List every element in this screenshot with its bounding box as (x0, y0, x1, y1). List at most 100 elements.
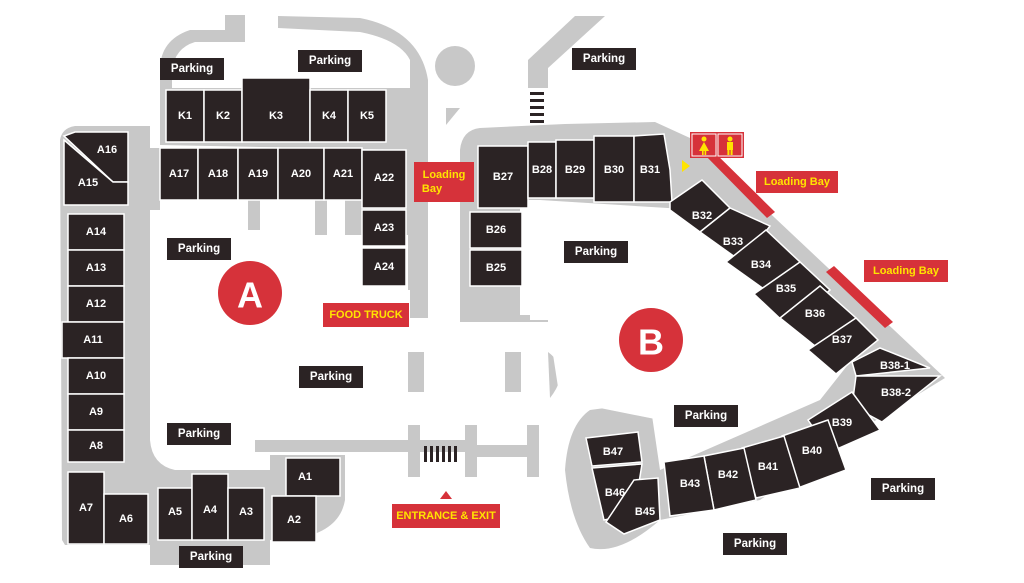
store-unit-label: A18 (208, 168, 228, 180)
store-unit-a15[interactable]: A15 (63, 138, 129, 206)
store-unit-label: B31 (640, 164, 660, 176)
store-unit-shape (61, 321, 125, 359)
food-truck-label: FOOD TRUCK (323, 303, 409, 327)
restroom-male-icon (727, 136, 733, 155)
store-unit-label: A1 (298, 471, 312, 483)
store-unit-label: A13 (86, 262, 106, 274)
store-unit-shape (469, 249, 523, 287)
store-unit-k4[interactable]: K4 (309, 89, 349, 143)
store-unit-k3[interactable]: K3 (241, 77, 311, 143)
store-unit-b27[interactable]: B27 (477, 145, 529, 209)
store-unit-b35[interactable]: B35 (752, 261, 832, 328)
crosswalk-top (530, 92, 544, 123)
store-unit-shape (157, 487, 193, 541)
store-unit-label: A5 (168, 506, 182, 518)
store-unit-b26[interactable]: B26 (469, 211, 523, 249)
parking-label-text: Parking (171, 63, 213, 75)
store-unit-label: B29 (565, 164, 585, 176)
store-unit-label: B32 (692, 210, 712, 222)
store-unit-shape (323, 147, 363, 201)
parking-label: Parking (167, 423, 231, 445)
store-unit-a14[interactable]: A14 (67, 213, 125, 251)
store-unit-a7[interactable]: A7 (67, 471, 105, 545)
store-unit-a3[interactable]: A3 (227, 487, 265, 541)
store-unit-label: A19 (248, 168, 268, 180)
store-unit-b30[interactable]: B30 (593, 135, 635, 203)
parking-label-text: Parking (882, 483, 924, 495)
store-unit-a18[interactable]: A18 (197, 147, 239, 201)
store-unit-shape (309, 89, 349, 143)
zone-a-badge: A (218, 261, 282, 325)
store-unit-b25[interactable]: B25 (469, 249, 523, 287)
store-unit-label: B38-2 (881, 387, 911, 399)
svg-text:Loading: Loading (423, 169, 466, 181)
svg-text:A: A (237, 275, 263, 316)
svg-text:ENTRANCE & EXIT: ENTRANCE & EXIT (396, 510, 496, 522)
store-unit-a4[interactable]: A4 (191, 473, 229, 541)
store-unit-a17[interactable]: A17 (159, 147, 199, 201)
store-unit-a11[interactable]: A11 (61, 321, 125, 359)
store-unit-b32[interactable]: B32 (669, 179, 732, 233)
parking-label: Parking (564, 241, 628, 263)
store-unit-label: A16 (97, 144, 117, 156)
parking-label-text: Parking (310, 371, 352, 383)
store-unit-a24[interactable]: A24 (361, 247, 407, 287)
svg-text:Loading Bay: Loading Bay (764, 176, 831, 188)
store-unit-k5[interactable]: K5 (347, 89, 387, 143)
store-unit-shape (285, 457, 341, 497)
store-unit-shape (67, 393, 125, 431)
store-unit-label: B26 (486, 224, 506, 236)
store-unit-shape (555, 139, 595, 199)
store-unit-a5[interactable]: A5 (157, 487, 193, 541)
store-unit-b37[interactable]: B37 (806, 317, 880, 375)
store-unit-k1[interactable]: K1 (165, 89, 205, 143)
store-unit-b41[interactable]: B41 (741, 435, 801, 499)
loading-bay-label-a: Loading Bay (414, 162, 474, 202)
store-unit-shape (469, 211, 523, 249)
store-unit-a10[interactable]: A10 (67, 357, 125, 395)
store-unit-label: A15 (78, 177, 98, 189)
restroom-sign (690, 132, 744, 158)
store-unit-shape (277, 147, 325, 201)
store-unit-k2[interactable]: K2 (203, 89, 243, 143)
store-unit-shape (477, 145, 529, 209)
store-unit-a9[interactable]: A9 (67, 393, 125, 431)
store-unit-label: A23 (374, 222, 394, 234)
store-unit-a16[interactable]: A16 (62, 131, 129, 183)
store-unit-label: K4 (322, 110, 337, 122)
store-unit-shape (361, 209, 407, 247)
store-unit-a23[interactable]: A23 (361, 209, 407, 247)
parking-label: Parking (160, 58, 224, 80)
store-unit-label: B39 (832, 417, 852, 429)
store-unit-b38-1[interactable]: B38-1 (851, 347, 931, 377)
store-unit-b47[interactable]: B47 (585, 431, 643, 467)
store-unit-b43[interactable]: B43 (663, 455, 715, 517)
store-unit-a12[interactable]: A12 (67, 285, 125, 323)
store-unit-shape (527, 141, 557, 199)
store-unit-label: B33 (723, 236, 743, 248)
store-unit-label: B45 (635, 506, 655, 518)
store-unit-label: K5 (360, 110, 374, 122)
store-unit-a1[interactable]: A1 (285, 457, 341, 497)
store-unit-a20[interactable]: A20 (277, 147, 325, 201)
parking-label: Parking (723, 533, 787, 555)
store-unit-a2[interactable]: A2 (271, 495, 317, 543)
store-unit-a6[interactable]: A6 (103, 493, 149, 545)
store-unit-a13[interactable]: A13 (67, 249, 125, 287)
store-unit-shape (191, 473, 229, 541)
store-unit-label: B42 (718, 469, 738, 481)
store-unit-label: A7 (79, 502, 93, 514)
store-unit-b28[interactable]: B28 (527, 141, 557, 199)
store-unit-b29[interactable]: B29 (555, 139, 595, 199)
store-unit-label: B35 (776, 283, 796, 295)
store-unit-a21[interactable]: A21 (323, 147, 363, 201)
store-unit-b31[interactable]: B31 (633, 133, 673, 203)
store-unit-shape (593, 135, 635, 203)
store-unit-label: B40 (802, 445, 822, 457)
store-unit-a8[interactable]: A8 (67, 429, 125, 463)
store-unit-a22[interactable]: A22 (361, 149, 407, 209)
store-unit-a19[interactable]: A19 (237, 147, 279, 201)
store-unit-label: A3 (239, 506, 253, 518)
store-unit-b45[interactable]: B45 (604, 477, 661, 535)
store-unit-label: A22 (374, 172, 394, 184)
